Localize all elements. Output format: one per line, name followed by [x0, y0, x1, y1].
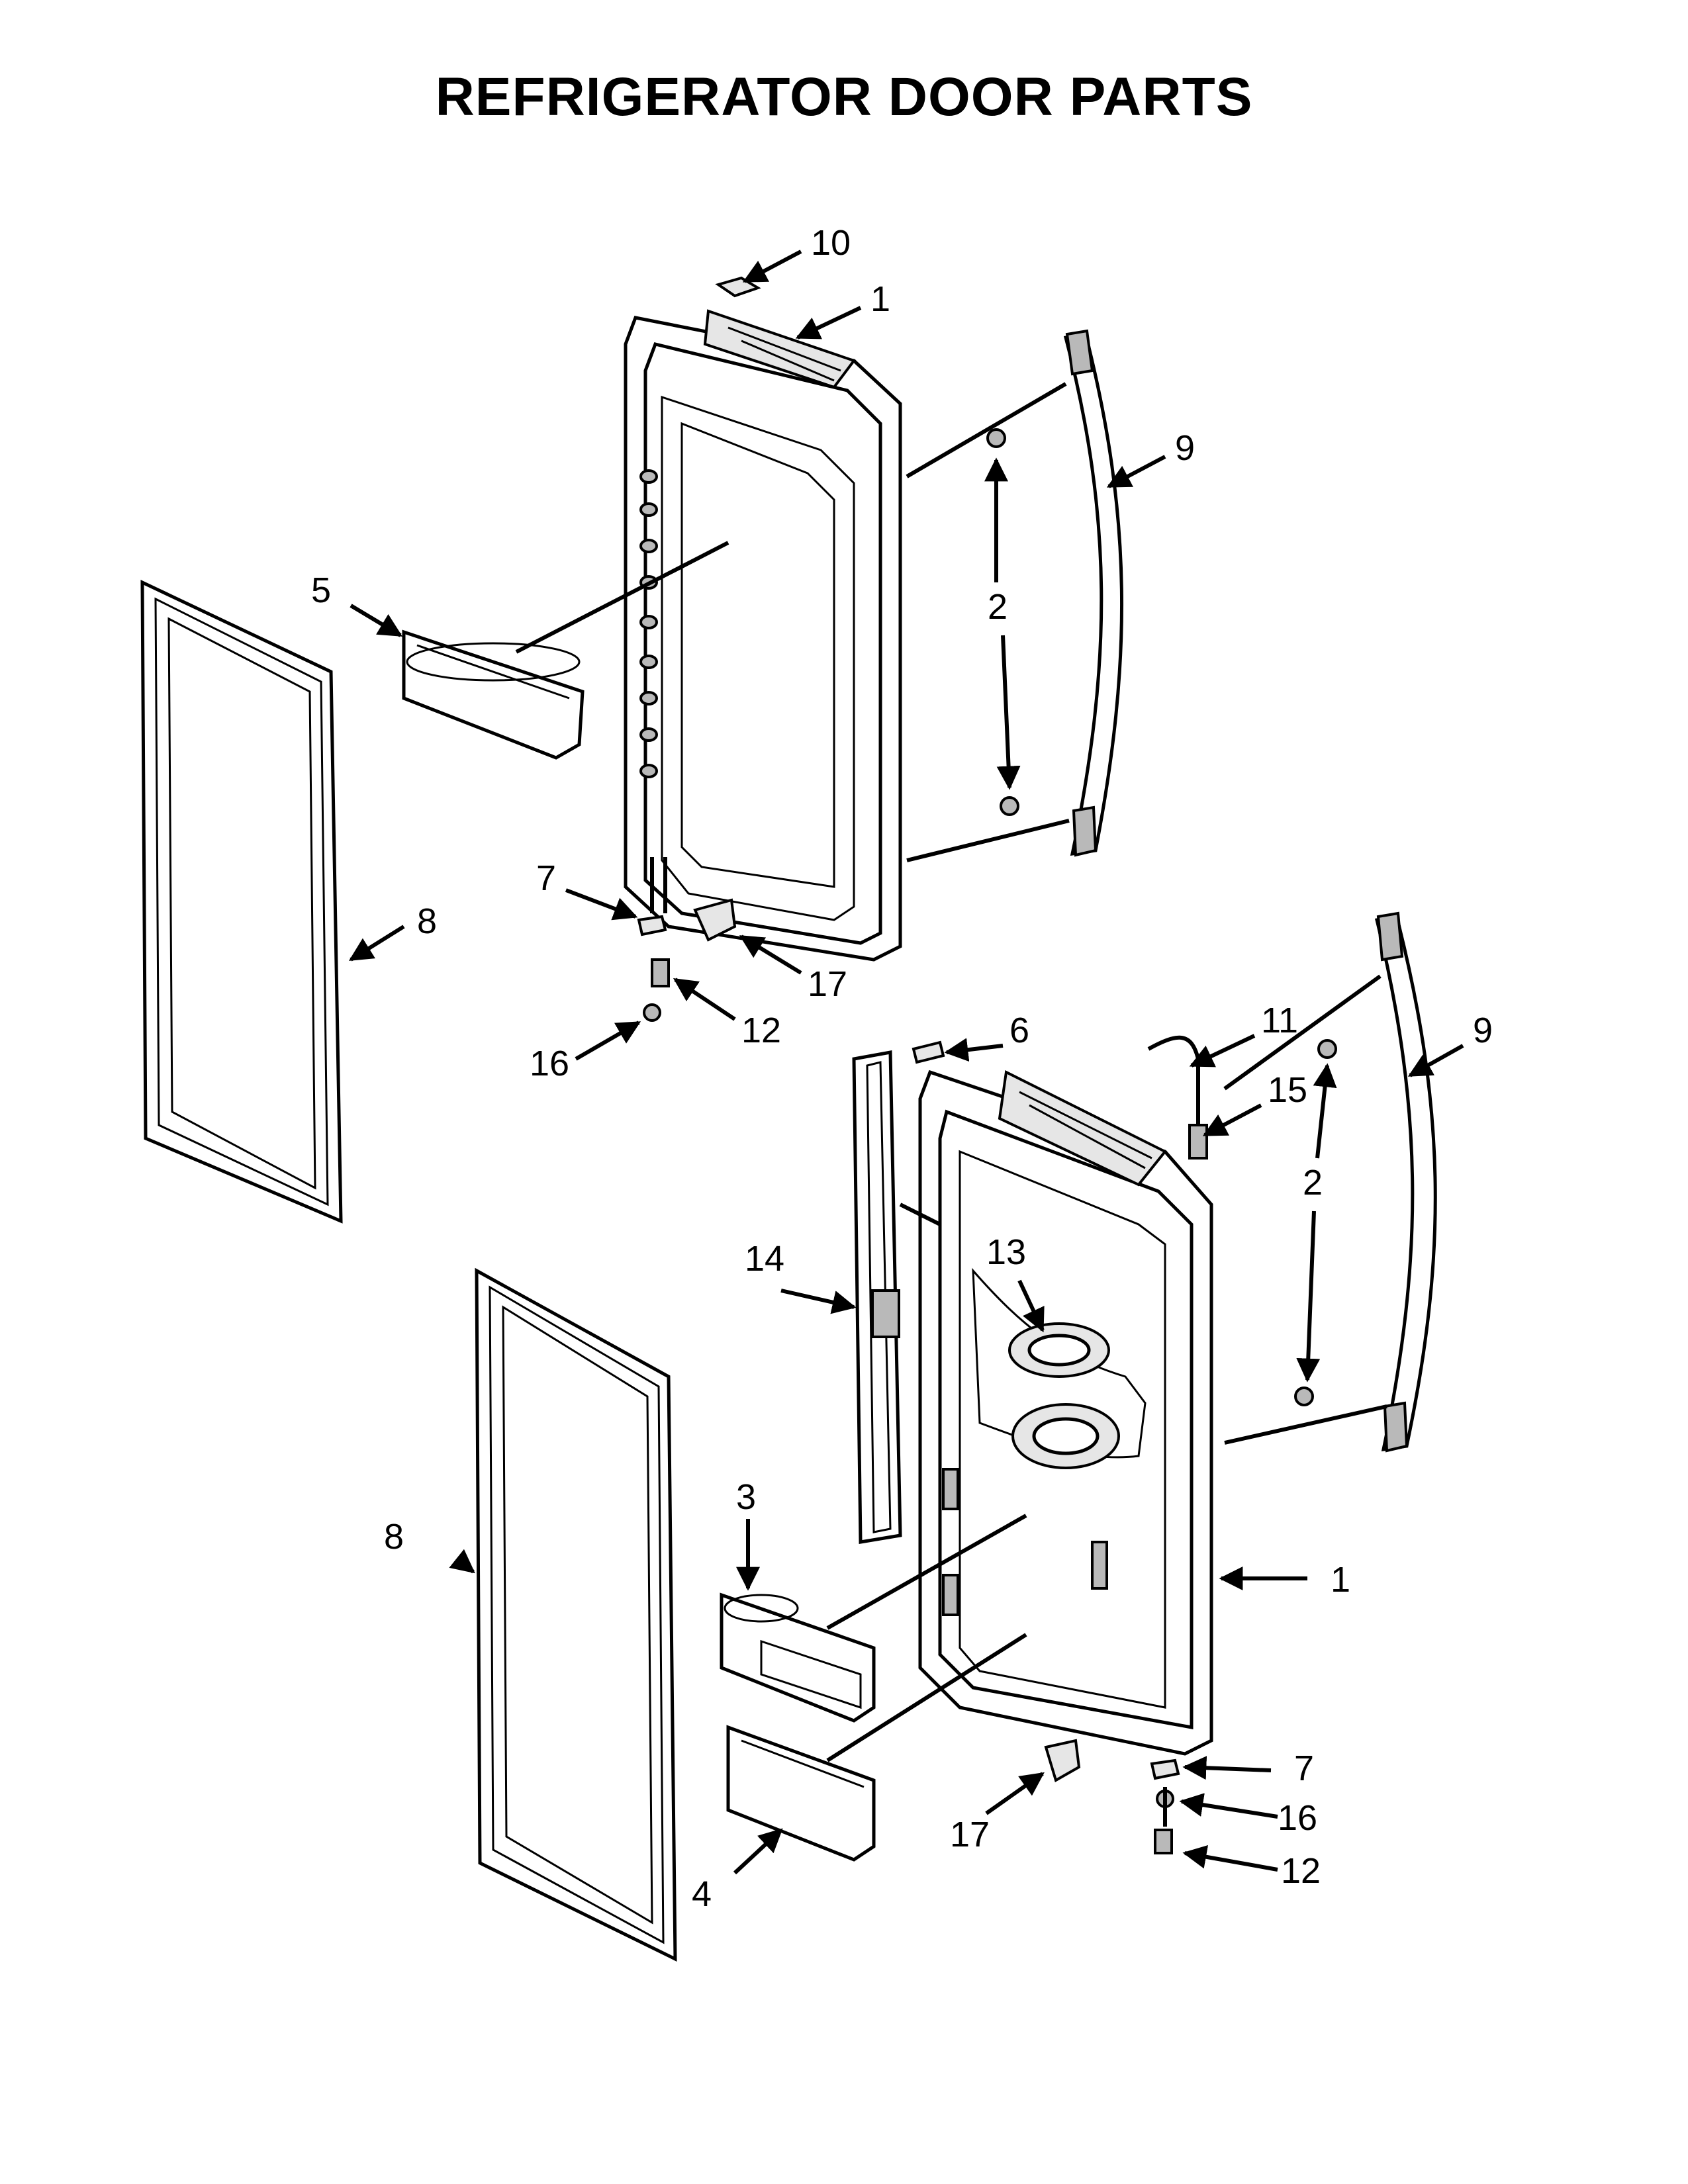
hinge-screw-part-12-lower [1154, 1829, 1173, 1854]
callout-2-upper-studs: 2 [988, 587, 1008, 627]
hinge-bracket-part-7-lower [1150, 1758, 1180, 1780]
callout-14: 14 [745, 1239, 784, 1279]
callout-17-upper: 17 [808, 964, 847, 1004]
callout-7-lower: 7 [1294, 1749, 1314, 1788]
callout-5: 5 [311, 570, 331, 610]
hinge-bracket-part-7-upper [637, 915, 667, 936]
door-stop-part-17-lower [1044, 1739, 1081, 1782]
hinge-screw-part-12-upper [651, 958, 670, 987]
callout-12-lower: 12 [1281, 1851, 1321, 1891]
callout-8-upper-gasket: 8 [417, 901, 437, 941]
callout-11: 11 [1261, 1001, 1298, 1040]
callout-4: 4 [692, 1874, 712, 1914]
callout-8-lower-gasket: 8 [384, 1517, 404, 1557]
door-stop-part-17-upper [693, 898, 737, 942]
part-6-screw [912, 1040, 945, 1064]
callout-16-upper: 16 [530, 1044, 569, 1083]
water-fitting-part-15 [1188, 1124, 1208, 1160]
lower-door-gasket [475, 1267, 677, 1962]
door-bin-part-4 [726, 1725, 876, 1862]
page-title: REFRIGERATOR DOOR PARTS [435, 67, 1253, 127]
part-10-tag [715, 276, 761, 298]
callout-1-lower-door: 1 [1331, 1560, 1350, 1600]
callout-3: 3 [736, 1477, 756, 1517]
callout-9-upper-handle: 9 [1175, 428, 1195, 468]
bushing-part-16-upper [643, 1003, 661, 1022]
door-bin-part-5 [402, 629, 585, 760]
callout-12-upper: 12 [741, 1011, 781, 1050]
callout-7-upper: 7 [536, 858, 556, 898]
callout-6: 6 [1009, 1011, 1029, 1050]
door-bin-part-3 [720, 1592, 876, 1723]
lower-door-hinge-slots [942, 1468, 1108, 1616]
callout-10: 10 [811, 223, 851, 263]
leader-lines [348, 250, 1464, 1875]
upper-handle [1063, 329, 1124, 857]
callout-13: 13 [986, 1232, 1026, 1272]
callout-2-lower-studs: 2 [1303, 1163, 1323, 1203]
lower-handle [1374, 911, 1437, 1453]
callout-17-lower: 17 [950, 1815, 990, 1854]
callout-labels: 10 1 9 2 5 8 7 17 12 16 6 11 9 15 2 14 1… [311, 223, 1493, 1914]
upper-door-gasket [140, 580, 343, 1224]
callout-1-upper-door: 1 [870, 279, 890, 319]
callout-9-lower-handle: 9 [1473, 1011, 1493, 1050]
callout-16-lower: 16 [1278, 1798, 1317, 1838]
dispenser-chutes-part-13 [1008, 1322, 1120, 1469]
water-tube-part-11 [1147, 1035, 1200, 1125]
center-mullion-part-14 [852, 1050, 902, 1544]
handle-mounting-studs [986, 428, 1337, 1406]
callout-15: 15 [1268, 1070, 1307, 1110]
upper-door-liner [624, 309, 902, 962]
